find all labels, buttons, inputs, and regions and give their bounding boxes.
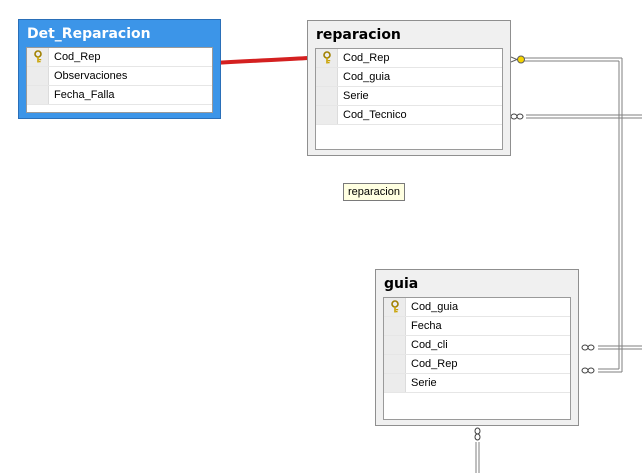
row-selector[interactable] [27, 48, 49, 66]
table-guia[interactable]: guia Cod_guia Fecha Cod_cli Cod_Rep [375, 269, 579, 426]
column-name: Serie [343, 90, 369, 102]
column-name: Serie [411, 377, 437, 389]
relationship-reparacion-1[interactable] [522, 57, 623, 345]
infinity-end-icon [510, 113, 524, 120]
column-row[interactable]: Cod_guia [316, 68, 502, 87]
key-icon [323, 51, 331, 64]
column-row[interactable]: Cod_Tecnico [316, 106, 502, 125]
row-selector[interactable] [316, 68, 338, 86]
column-list: Cod_Rep Observaciones Fecha_Falla [26, 47, 213, 113]
column-name: Cod_Rep [54, 51, 101, 63]
row-selector[interactable] [384, 298, 406, 316]
column-name: Cod_cli [411, 339, 448, 351]
column-name: Fecha [411, 320, 442, 332]
column-row[interactable]: Fecha_Falla [27, 86, 212, 105]
column-row[interactable]: Fecha [384, 317, 570, 336]
row-selector[interactable] [316, 49, 338, 67]
column-row[interactable]: Serie [384, 374, 570, 393]
relationship-key-end [517, 55, 525, 64]
key-icon [34, 50, 42, 63]
relationship-key-wedge [510, 56, 519, 63]
relationship-reparacion-2[interactable] [526, 114, 642, 119]
row-selector[interactable] [384, 355, 406, 373]
row-selector[interactable] [384, 374, 406, 392]
column-name: Cod_Tecnico [343, 109, 407, 121]
relationship-guia-3[interactable] [475, 442, 480, 473]
table-title: guia [384, 276, 419, 292]
column-row[interactable]: Cod_Rep [27, 48, 212, 67]
row-selector[interactable] [384, 317, 406, 335]
column-row[interactable]: Cod_Rep [316, 49, 502, 68]
column-row[interactable]: Cod_cli [384, 336, 570, 355]
column-list: Cod_Rep Cod_guia Serie Cod_Tecnico [315, 48, 503, 150]
row-selector[interactable] [27, 67, 49, 85]
column-row[interactable]: Serie [316, 87, 502, 106]
infinity-end-icon [581, 367, 595, 374]
column-name: Cod_Rep [411, 358, 458, 370]
relationship-guia-1[interactable] [598, 345, 642, 350]
table-title: reparacion [316, 27, 401, 43]
table-name-tooltip: reparacion [343, 183, 405, 201]
column-name: Cod_guia [343, 71, 391, 83]
table-reparacion[interactable]: reparacion Cod_Rep Cod_guia Serie Cod_Te… [307, 20, 511, 156]
relationship-guia-2[interactable] [598, 345, 623, 373]
column-row[interactable]: Observaciones [27, 67, 212, 86]
key-icon [391, 300, 399, 313]
row-selector[interactable] [316, 87, 338, 105]
column-row[interactable]: Cod_guia [384, 298, 570, 317]
column-name: Fecha_Falla [54, 89, 115, 101]
column-name: Observaciones [54, 70, 128, 82]
row-selector[interactable] [384, 336, 406, 354]
row-selector[interactable] [27, 86, 49, 104]
table-det-reparacion[interactable]: Det_Reparacion Cod_Rep Observaciones Fec… [18, 19, 221, 119]
infinity-end-icon [581, 344, 595, 351]
column-row[interactable]: Cod_Rep [384, 355, 570, 374]
row-selector[interactable] [316, 106, 338, 124]
infinity-end-icon [474, 427, 481, 441]
column-name: Cod_guia [411, 301, 459, 313]
column-list: Cod_guia Fecha Cod_cli Cod_Rep Serie [383, 297, 571, 420]
column-name: Cod_Rep [343, 52, 390, 64]
table-title: Det_Reparacion [27, 26, 151, 42]
